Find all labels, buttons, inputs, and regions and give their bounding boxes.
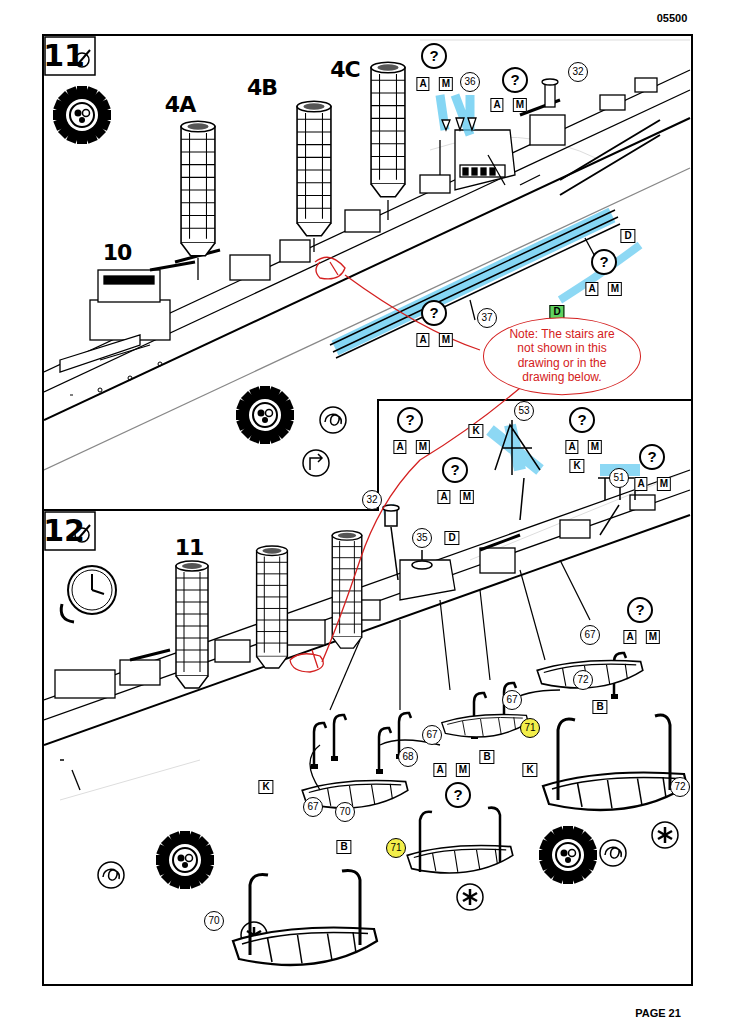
node-text: 68 [401,748,415,765]
page-code: 05500 [657,13,688,24]
node-text: Note: The stairs are not shown in this d… [500,327,624,385]
question-mark: ? [445,782,471,808]
part-flag: K [569,459,584,473]
part-flag: D [444,531,459,545]
question-mark: ? [591,249,617,275]
page-code: PAGE 21 [635,1008,681,1019]
paint-flag: M [608,282,622,296]
callout-number: 37 [477,308,497,328]
paint-flag: A [585,282,598,296]
callout-number: 68 [398,747,418,767]
node-text: 53 [517,402,531,419]
callout-number: 67 [580,625,600,645]
question-mark: ? [639,444,665,470]
question-mark: ? [627,597,653,623]
callout-number: 72 [573,670,593,690]
callout-number: 32 [568,62,588,82]
part-flag: K [522,763,537,777]
paint-flag: M [460,490,474,504]
callout-number: 51 [609,468,629,488]
node-text: 67 [505,691,519,708]
part-flag: B [479,750,494,764]
callout-number: 67 [502,690,522,710]
paint-flag: A [565,440,578,454]
node-text: 72 [576,671,590,688]
node-text: 67 [583,626,597,643]
question-mark: ? [442,457,468,483]
part-label: 4B [247,77,277,99]
paint-flag: A [437,490,450,504]
part-flag: K [258,780,273,794]
part-label: 4C [330,59,359,81]
step-number: 11 [43,41,85,71]
paint-flag: A [623,630,636,644]
callout-number: 70 [335,802,355,822]
callout-number: 72 [670,777,690,797]
node-text: 35 [415,529,429,546]
callout-number: 36 [460,72,480,92]
node-text: 32 [571,63,585,80]
paint-flag: A [416,77,429,91]
node-text: 71 [389,839,403,856]
paint-flag: M [588,440,602,454]
highlighted-callout: 71 [520,718,540,738]
paint-flag: M [657,477,671,491]
node-text: 32 [365,491,379,508]
paint-flag: A [416,333,429,347]
paint-flag: M [439,77,453,91]
question-mark: ? [502,67,528,93]
part-label: 4A [165,94,195,116]
paint-flag: A [634,477,647,491]
paint-flag: M [456,763,470,777]
highlighted-callout: 71 [386,838,406,858]
question-mark: ? [569,407,595,433]
question-mark: ? [397,407,423,433]
callout-number: 35 [412,528,432,548]
node-text: 51 [612,469,626,486]
note-bubble: Note: The stairs are not shown in this d… [483,317,641,395]
paint-flag: M [416,440,430,454]
paint-flag: M [646,630,660,644]
step-number: 12 [43,516,85,546]
part-label: 11 [175,537,204,559]
node-text: 71 [523,719,537,736]
question-mark: ? [421,300,447,326]
part-flag: D [620,229,635,243]
paint-flag: A [490,98,503,112]
node-text: 70 [207,912,221,929]
paint-flag: A [393,440,406,454]
callout-number: 53 [514,401,534,421]
paint-flag: A [433,763,446,777]
callout-number: 70 [204,911,224,931]
paint-flag: M [439,333,453,347]
node-text: 36 [463,73,477,90]
part-flag: K [468,424,483,438]
question-mark: ? [421,43,447,69]
callout-number: 67 [303,797,323,817]
callout-number: 67 [422,725,442,745]
part-flag: B [336,840,351,854]
paint-flag: M [513,98,527,112]
node-text: 67 [306,798,320,815]
node-text: 70 [338,803,352,820]
part-flag: B [592,700,607,714]
node-text: 67 [425,726,439,743]
node-text: 37 [480,309,494,326]
node-text: 72 [673,778,687,795]
part-label: 10 [103,242,132,264]
callout-number: 32 [362,490,382,510]
